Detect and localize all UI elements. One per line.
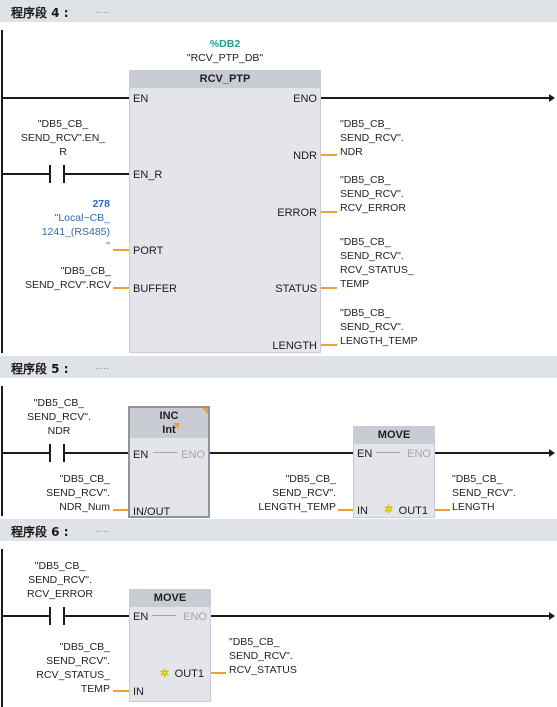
pin-inout[interactable]: IN/OUT	[133, 506, 171, 518]
wire	[211, 615, 551, 617]
wire	[210, 452, 353, 454]
status-operand[interactable]: "DB5_CB_ SEND_RCV". RCV_STATUS_ TEMP	[340, 236, 414, 290]
error-operand[interactable]: "DB5_CB_ SEND_RCV". RCV_ERROR	[340, 174, 406, 214]
wire	[1, 615, 49, 617]
eno-gap	[376, 452, 400, 453]
pin-eno[interactable]: ENO	[407, 448, 431, 460]
network-comment[interactable]: .....	[95, 524, 109, 535]
buffer-operand[interactable]: "DB5_CB_ SEND_RCV".RCV	[25, 265, 111, 291]
network-5-header[interactable]: 程序段 5 : .....	[0, 356, 557, 378]
pin-en[interactable]: EN	[133, 93, 149, 105]
pin-error[interactable]: ERROR	[277, 207, 317, 219]
data-type-selector[interactable]: Int	[162, 424, 176, 436]
block-name: INC	[159, 410, 179, 422]
param-wire	[113, 509, 128, 511]
contact-operand[interactable]: "DB5_CB_ SEND_RCV". RCV_ERROR	[27, 560, 93, 600]
network-comment[interactable]: .....	[95, 361, 109, 372]
wire	[1, 97, 129, 99]
pin-ndr[interactable]: NDR	[293, 150, 317, 162]
wire	[65, 173, 129, 175]
rcv-ptp-block[interactable]: RCV_PTP EN ENO EN_R NDR ERROR PORT BUFFE…	[129, 70, 321, 353]
wire	[65, 452, 129, 454]
power-rail	[1, 549, 3, 707]
pin-eno[interactable]: ENO	[293, 93, 317, 105]
corner-marker-icon	[202, 408, 208, 414]
param-wire	[113, 249, 129, 251]
port-constant[interactable]: 278	[92, 198, 110, 210]
dropdown-marker-icon[interactable]	[173, 423, 179, 429]
rung-end-arrow	[549, 612, 555, 620]
network-6-header[interactable]: 程序段 6 : .....	[0, 519, 557, 541]
network-title: 程序段 4 :	[11, 6, 69, 20]
eno-gap	[152, 615, 176, 616]
network-title: 程序段 5 :	[11, 362, 69, 376]
pin-en[interactable]: EN	[357, 448, 373, 460]
move-block[interactable]: MOVE EN ENO IN ✲ OUT1	[353, 426, 435, 518]
param-wire	[435, 509, 450, 511]
no-contact[interactable]	[49, 165, 65, 183]
port-hw-name[interactable]: "Local~CB_ 1241_(RS485) "	[41, 212, 110, 252]
no-contact[interactable]	[49, 607, 65, 625]
move-out-operand[interactable]: "DB5_CB_ SEND_RCV". LENGTH	[452, 473, 516, 513]
power-rail	[1, 30, 3, 353]
pin-in[interactable]: IN	[357, 505, 368, 517]
instance-db-name[interactable]: "RCV_PTP_DB"	[186, 52, 264, 64]
param-wire	[321, 154, 337, 156]
network-title: 程序段 6 :	[11, 525, 69, 539]
pin-out1[interactable]: OUT1	[398, 505, 428, 517]
add-output-icon[interactable]: ✲	[160, 668, 170, 680]
wire	[1, 452, 49, 454]
ndr-operand[interactable]: "DB5_CB_ SEND_RCV". NDR	[340, 118, 404, 158]
param-wire	[321, 211, 337, 213]
wire	[65, 615, 129, 617]
param-wire	[321, 287, 337, 289]
pin-en-r[interactable]: EN_R	[133, 169, 163, 181]
pin-status[interactable]: STATUS	[275, 283, 317, 295]
rung-end-arrow	[549, 94, 555, 102]
length-operand[interactable]: "DB5_CB_ SEND_RCV". LENGTH_TEMP	[340, 307, 418, 347]
pin-eno[interactable]: ENO	[181, 449, 205, 461]
instance-db-address[interactable]: %DB2	[209, 38, 241, 50]
move-out-operand[interactable]: "DB5_CB_ SEND_RCV". RCV_STATUS	[229, 636, 297, 676]
move-in-operand[interactable]: "DB5_CB_ SEND_RCV". LENGTH_TEMP	[258, 473, 336, 513]
param-wire	[211, 672, 226, 674]
pin-buffer[interactable]: BUFFER	[133, 283, 177, 295]
param-wire	[113, 287, 129, 289]
add-output-icon[interactable]: ✲	[384, 504, 394, 516]
eno-gap	[153, 452, 177, 453]
param-wire	[321, 344, 337, 346]
move-block[interactable]: MOVE EN ENO ✲ OUT1 IN	[129, 589, 211, 702]
no-contact[interactable]	[49, 444, 65, 462]
pin-en[interactable]: EN	[133, 449, 149, 461]
rung-end-arrow	[549, 449, 555, 457]
pin-port[interactable]: PORT	[133, 245, 164, 257]
contact-operand[interactable]: "DB5_CB_ SEND_RCV". NDR	[27, 397, 91, 437]
block-name: MOVE	[130, 590, 210, 607]
move-in-operand[interactable]: "DB5_CB_ SEND_RCV". RCV_STATUS_ TEMP	[36, 641, 110, 695]
pin-eno[interactable]: ENO	[183, 611, 207, 623]
wire	[321, 97, 551, 99]
param-wire	[338, 509, 353, 511]
block-name: RCV_PTP	[130, 71, 320, 88]
pin-out1[interactable]: OUT1	[174, 668, 204, 680]
network-4-header[interactable]: 程序段 4 : .....	[0, 0, 557, 22]
inout-operand[interactable]: "DB5_CB_ SEND_RCV". NDR_Num	[46, 473, 110, 513]
pin-en[interactable]: EN	[133, 611, 149, 623]
inc-header: INC Int	[130, 408, 208, 438]
block-name: MOVE	[354, 427, 434, 444]
wire	[1, 173, 49, 175]
pin-in[interactable]: IN	[133, 686, 144, 698]
network-comment[interactable]: .....	[95, 5, 109, 16]
pin-length[interactable]: LENGTH	[272, 340, 317, 352]
contact-operand[interactable]: "DB5_CB_ SEND_RCV".EN_ R	[20, 118, 106, 158]
power-rail	[1, 386, 3, 516]
inc-block[interactable]: INC Int EN ENO IN/OUT	[128, 406, 210, 518]
param-wire	[113, 690, 129, 692]
wire	[435, 452, 551, 454]
